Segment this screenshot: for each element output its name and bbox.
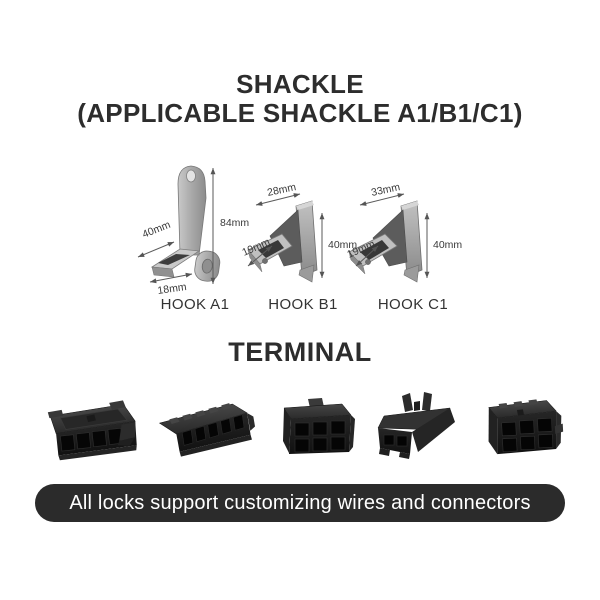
dim-line-side [247, 245, 273, 267]
low-5-slot-connector-image [158, 403, 256, 457]
dim-line-foot [149, 272, 193, 284]
dim-line-side [355, 245, 379, 267]
hook-b1-figure: 28mm 19mm 40mm HOOK B1 [218, 158, 388, 313]
page-title: SHACKLE (APPLICABLE SHACKLE A1/B1/C1) [0, 70, 600, 128]
dim-label-height: 40mm [433, 239, 462, 251]
terminal-connector-4 [362, 386, 467, 471]
title-line1: SHACKLE [236, 69, 364, 99]
terminal-connector-3 [258, 386, 363, 471]
terminal-connector-2 [152, 386, 257, 471]
dim-label-top: 28mm [266, 181, 297, 199]
hook-b1-image: 28mm 19mm 40mm [240, 181, 357, 283]
dim-label-front: 40mm [141, 219, 173, 241]
dim-label-height: 40mm [328, 239, 357, 251]
dim-line-top [255, 193, 301, 206]
terminal-connector-5 [460, 386, 565, 471]
terminal-connector-1 [38, 386, 143, 471]
hook-a1-figure: 84mm 40mm 18mm HOOK A1 [110, 158, 280, 313]
2-slot-prong-connector-image [377, 392, 455, 459]
dim-label-height: 84mm [220, 217, 249, 229]
dim-line-front [137, 241, 175, 258]
dim-label-foot: 18mm [157, 281, 188, 297]
title-line2: (APPLICABLE SHACKLE A1/B1/C1) [77, 98, 523, 128]
banner-text: All locks support customizing wires and … [69, 491, 531, 514]
hook-c1-image: 33mm 19mm 40mm [345, 181, 462, 283]
6-slot-block-connector-image [488, 399, 564, 455]
dim-line-top [359, 193, 405, 206]
terminal-section-title: TERMINAL [228, 337, 372, 367]
hook-c1-figure: 33mm 19mm 40mm HOOK C1 [328, 158, 498, 313]
banner: All locks support customizing wires and … [35, 484, 565, 522]
hook-b1-caption: HOOK B1 [268, 296, 338, 313]
6-slot-latch-connector-image [283, 398, 355, 454]
hook-c1-caption: HOOK C1 [377, 296, 449, 313]
flat-4-slot-connector-image [47, 400, 137, 461]
hook-a1-caption: HOOK A1 [160, 296, 230, 313]
hook-a1-image: 84mm 40mm 18mm [137, 165, 249, 297]
dim-label-top: 33mm [370, 181, 401, 199]
